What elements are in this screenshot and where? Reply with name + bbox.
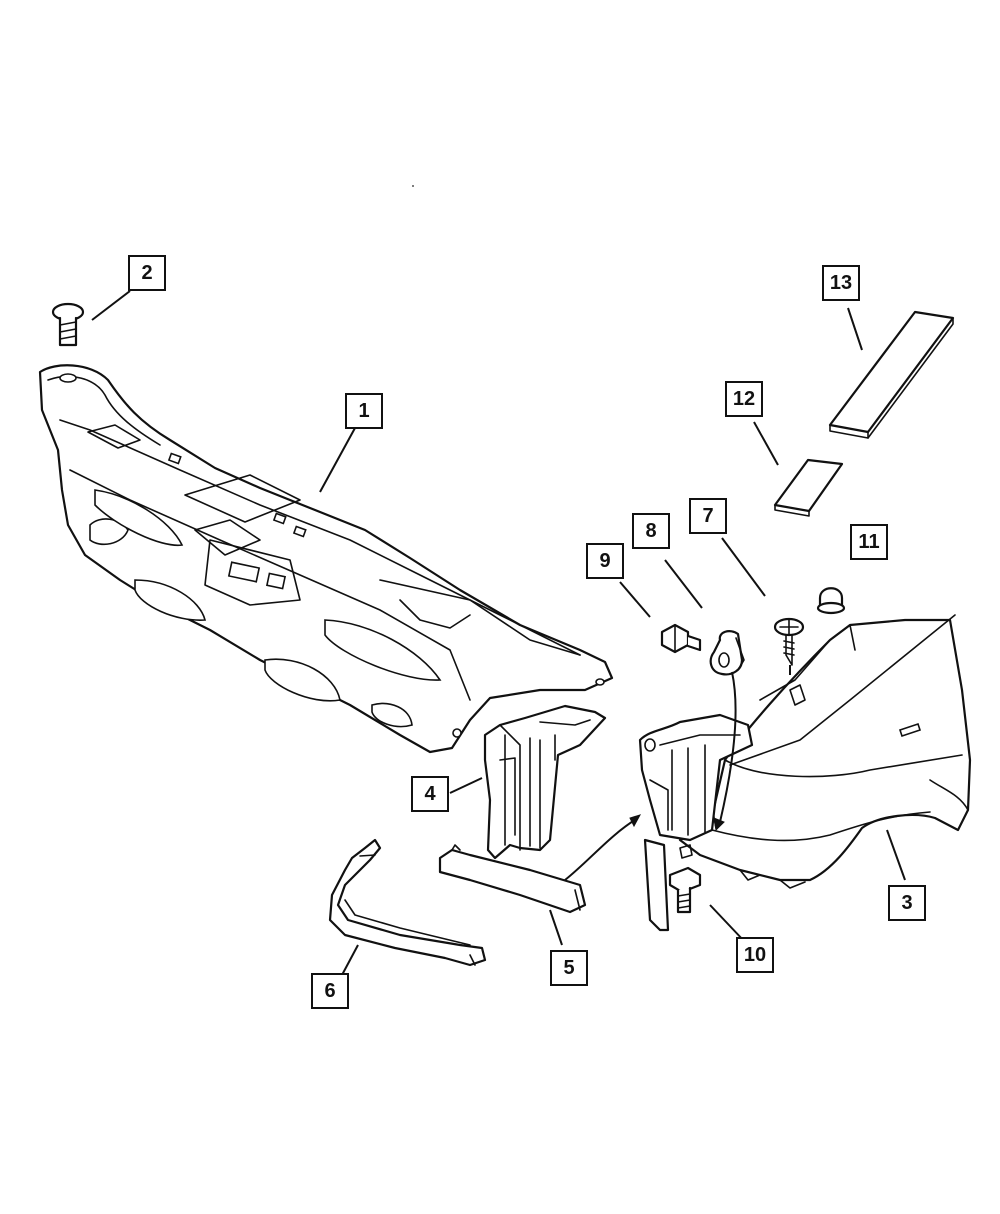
pad-large-part bbox=[828, 310, 955, 439]
bolt-bracket-part bbox=[643, 838, 702, 932]
retainer-clip-part bbox=[709, 630, 745, 676]
support-bracket-part bbox=[483, 704, 607, 860]
arrow-clip-to-fender bbox=[719, 671, 737, 823]
leader-13 bbox=[847, 307, 863, 351]
leader-9 bbox=[619, 581, 651, 618]
hex-bolt-part bbox=[660, 623, 702, 654]
callout-5: 5 bbox=[550, 950, 588, 986]
bolt-part bbox=[51, 302, 85, 347]
leader-2 bbox=[91, 290, 131, 321]
callout-8: 8 bbox=[632, 513, 670, 549]
leader-1 bbox=[319, 427, 356, 493]
leader-10 bbox=[709, 904, 746, 943]
callout-2: 2 bbox=[128, 255, 166, 291]
leader-6 bbox=[341, 944, 359, 976]
stray-dot bbox=[412, 185, 414, 187]
callout-6: 6 bbox=[311, 973, 349, 1009]
arrow-strip-to-bracket bbox=[564, 817, 639, 881]
callout-7: 7 bbox=[689, 498, 727, 534]
callout-12: 12 bbox=[725, 381, 763, 417]
callout-13: 13 bbox=[822, 265, 860, 301]
screw-part bbox=[773, 617, 805, 666]
bumper-support-part bbox=[38, 364, 614, 754]
leader-3 bbox=[886, 829, 906, 881]
leader-lines bbox=[91, 290, 906, 976]
lower-strip-part bbox=[438, 844, 587, 914]
leader-5 bbox=[549, 909, 563, 946]
callout-1: 1 bbox=[345, 393, 383, 429]
callout-3: 3 bbox=[888, 885, 926, 921]
leader-8 bbox=[664, 559, 703, 609]
leader-12 bbox=[753, 421, 779, 466]
leader-4 bbox=[449, 777, 483, 794]
pad-small-part bbox=[773, 458, 844, 517]
leader-7 bbox=[721, 537, 766, 597]
bumper-stop-part bbox=[816, 587, 846, 615]
callout-4: 4 bbox=[411, 776, 449, 812]
callout-10: 10 bbox=[736, 937, 774, 973]
callout-9: 9 bbox=[586, 543, 624, 579]
molding-part bbox=[328, 838, 487, 967]
callout-11: 11 bbox=[850, 524, 888, 560]
fascia-bracket-part bbox=[638, 713, 754, 842]
